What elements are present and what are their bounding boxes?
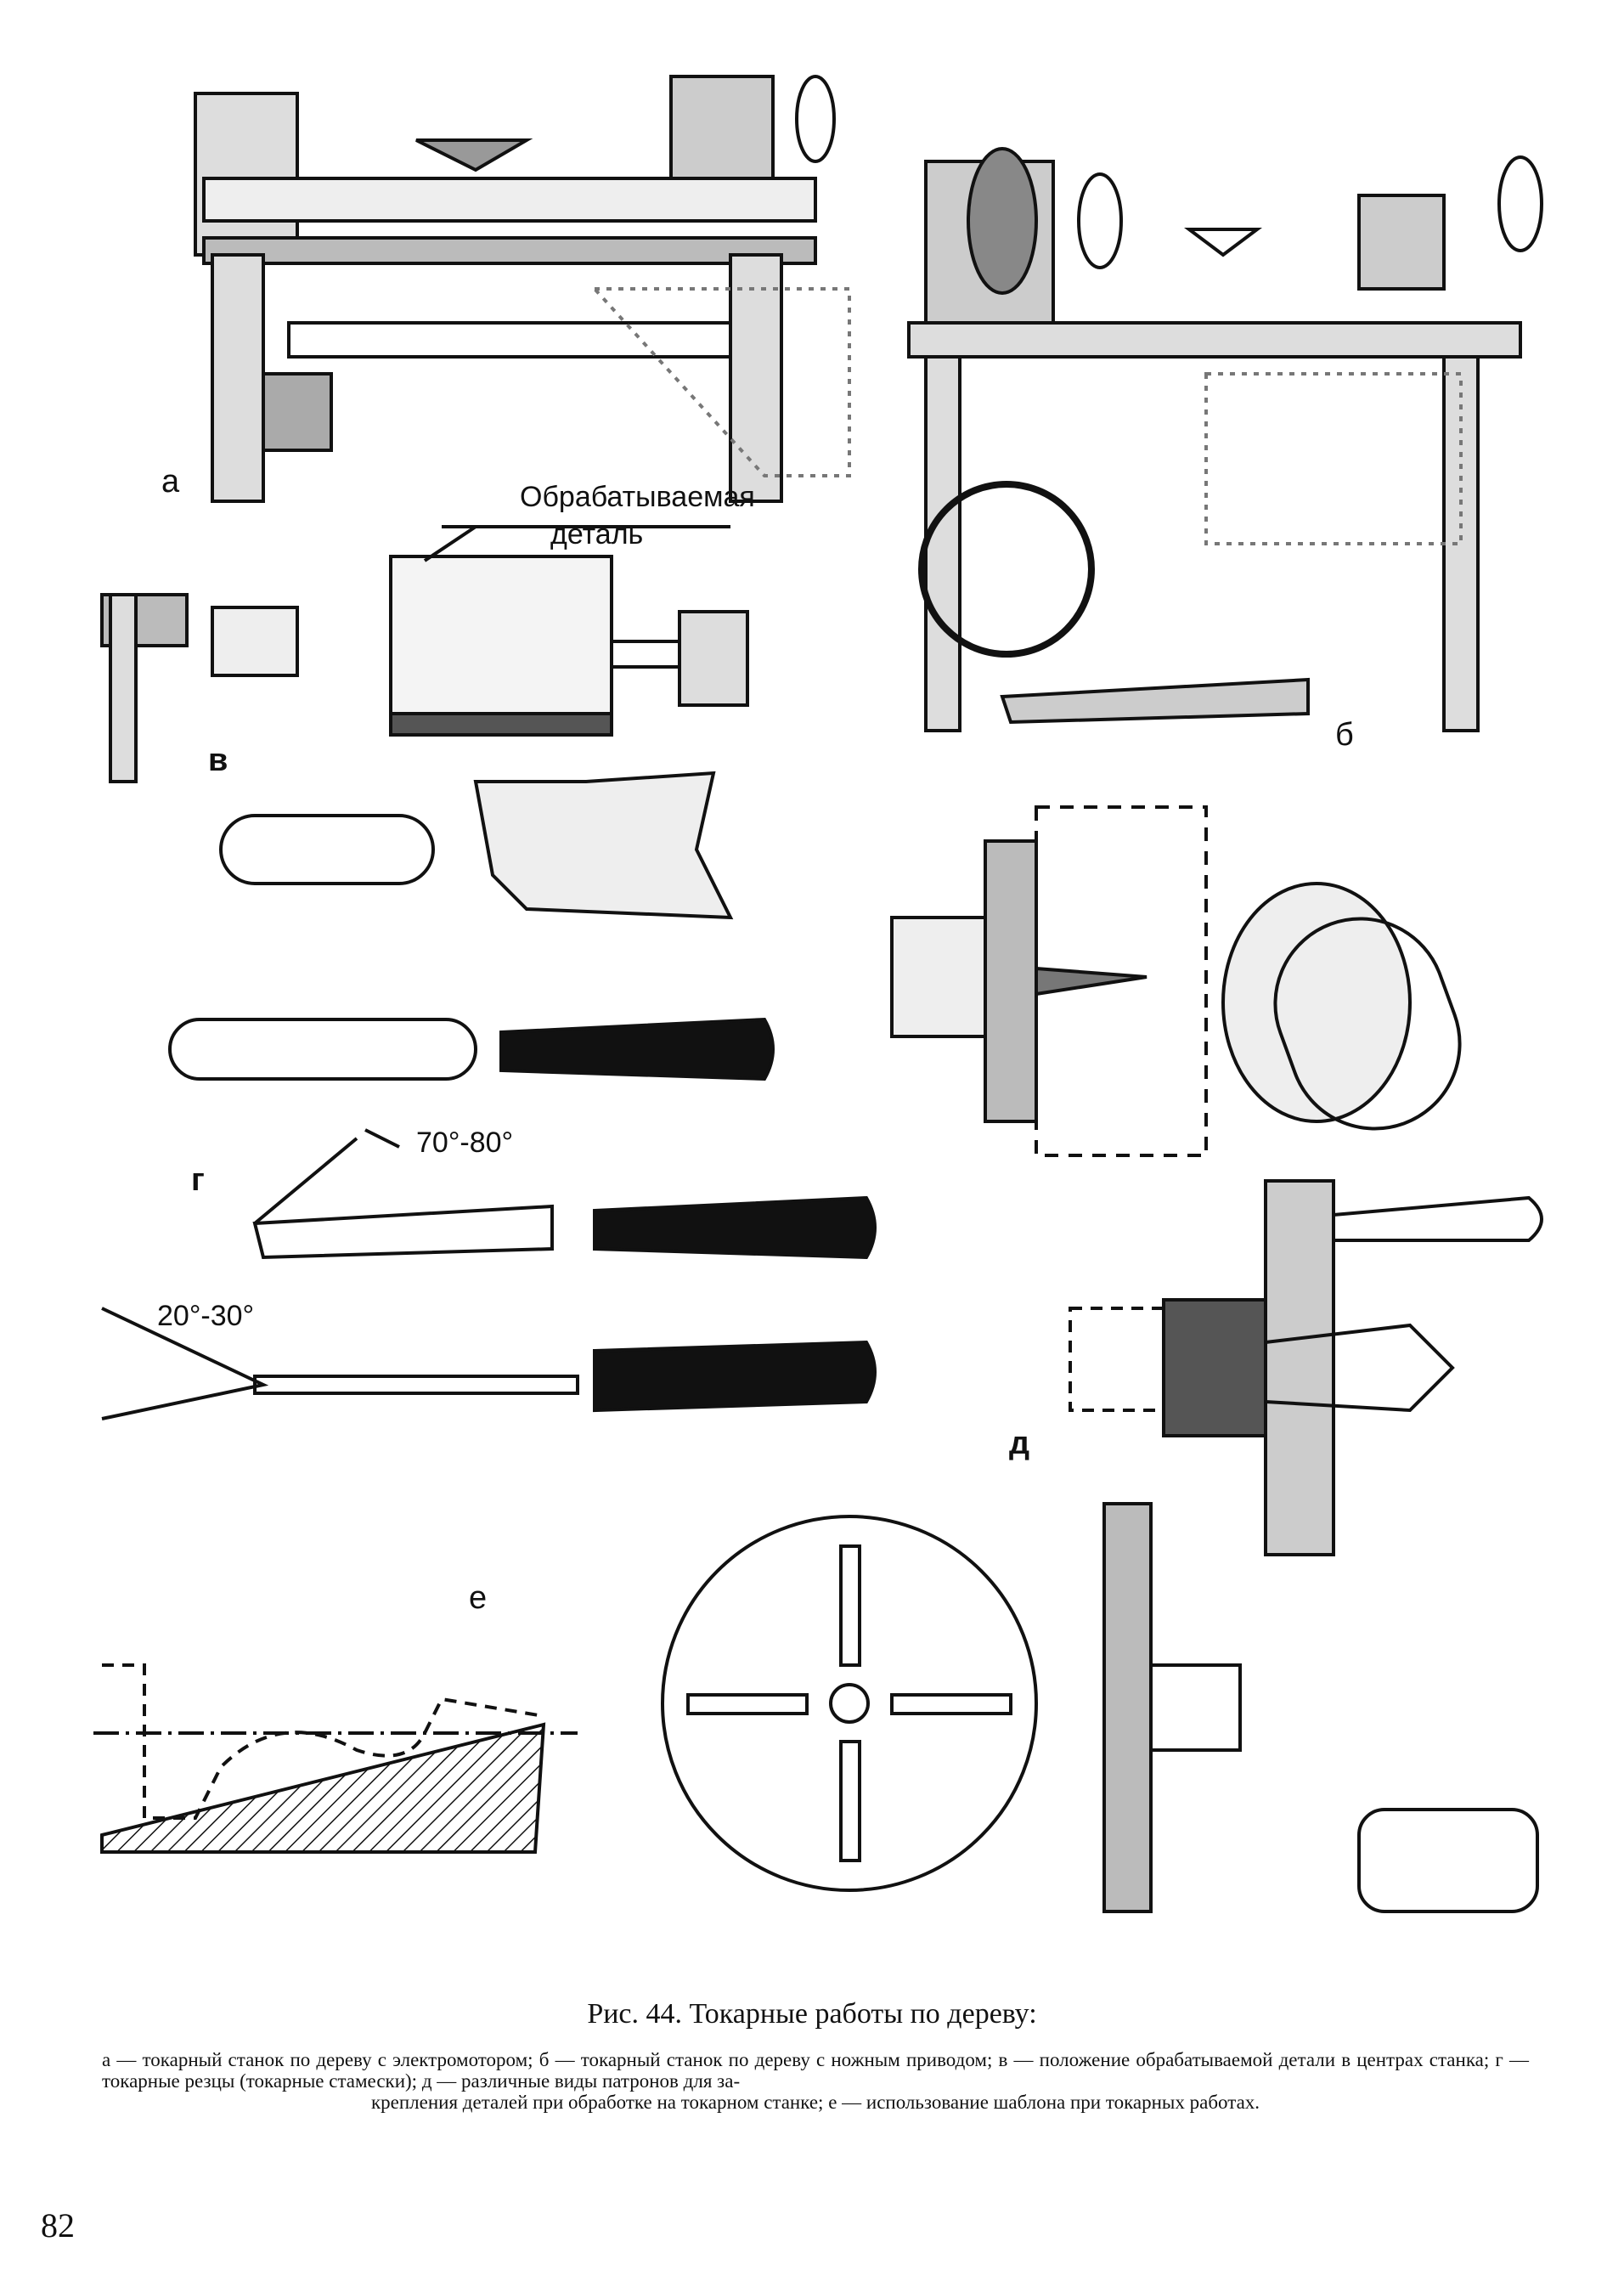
workpiece-centres-drawing <box>100 525 749 783</box>
angle-label-20-30: 20°-30° <box>157 1300 255 1332</box>
label-e: е <box>469 1580 488 1616</box>
caption-body-last: крепления деталей при обработке на токар… <box>370 2092 1260 2113</box>
chucks-drawing <box>890 805 1543 1556</box>
lathe-electric-drawing <box>194 75 851 503</box>
label-b: б <box>1335 717 1354 753</box>
lathe-foot-drawing <box>907 147 1543 732</box>
template-drawing <box>93 1663 578 1854</box>
label-v: в <box>208 743 228 778</box>
page-number: 82 <box>41 2206 75 2245</box>
workpiece-label-line2: деталь <box>550 518 644 551</box>
label-d: д <box>1009 1426 1030 1461</box>
faceplate-drawing <box>661 1502 1539 1913</box>
figure-caption-body: а — токарный станок по дереву с электром… <box>102 2049 1529 2113</box>
angle-label-70-80: 70°-80° <box>416 1127 514 1159</box>
caption-body-main: а — токарный станок по дереву с электром… <box>102 2049 1529 2092</box>
label-g: г <box>191 1162 205 1198</box>
label-a: а <box>161 464 180 500</box>
figure-caption-title: Рис. 44. Токарные работы по дереву: <box>587 1998 1037 2030</box>
chisels-drawing <box>101 771 877 1420</box>
workpiece-label-line1: Обрабатываемая <box>520 481 755 513</box>
